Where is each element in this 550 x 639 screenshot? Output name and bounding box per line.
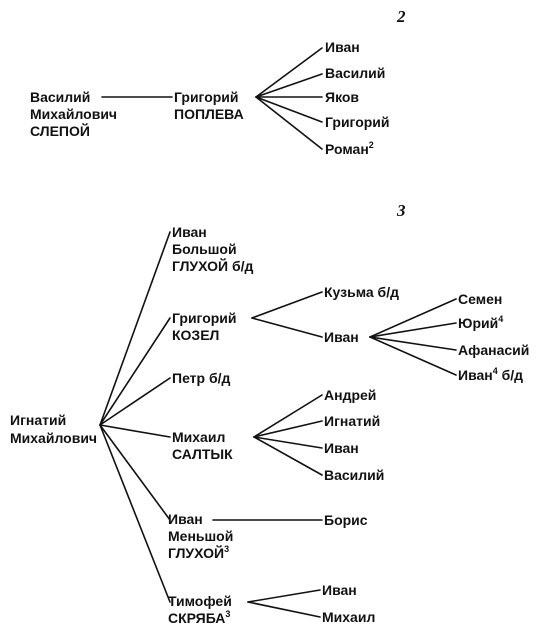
footnote-marker: 3 [224,544,229,554]
child-ivan-bolshoy: Иван Большой ГЛУХОЙ б/д [172,224,253,274]
connector-line [253,436,323,449]
person-name: Григорий [172,310,237,326]
person-name: Меньшой [168,528,233,544]
child-mikhail-saltyk: Михаил САЛТЫК [172,429,233,462]
child-ivan-menshoy: Иван Меньшой ГЛУХОЙ3 [168,511,233,561]
footnote-marker: 3 [225,609,230,619]
figure-number: 3 [396,201,406,220]
person-nickname: ГЛУХОЙ3 [168,544,229,561]
status-note: б/д [498,367,523,383]
person-name: Михайлович [30,106,117,122]
root-ignaty: Игнатий Михайлович [10,412,97,446]
person-name: Михаил [172,429,225,445]
person-name: Юрий4 [458,314,503,331]
person-nickname: КОЗЕЛ [172,327,219,343]
connector-line [255,96,323,150]
person-nickname: СКРЯБА3 [168,609,230,626]
person-name: Иван [324,329,359,345]
person-name: Иван4 б/д [458,366,523,383]
connector-line [369,322,457,338]
person-name: Петр б/д [172,370,230,386]
person-name: Афанасий [458,342,529,358]
person-name: Иван [168,511,203,527]
connector-line [99,317,171,426]
figure-3: 3 Игнатий Михайлович Иван Большо [10,201,529,626]
footnote-marker: 4 [493,366,498,376]
connector-line [369,336,457,351]
footnote-marker: 2 [369,140,374,150]
person-name: Иван [172,224,207,240]
child-petr: Петр б/д [172,370,230,386]
skryaba-children: Иван Михаил [322,582,375,625]
person-name: Семен [458,291,502,307]
person-nickname: СЛЕПОЙ [30,122,90,139]
person-name: Василий [325,65,385,81]
person-nickname: САЛТЫК [172,446,233,462]
connector-line [251,317,323,338]
person-name: Яков [325,89,359,105]
connector-line [369,336,457,376]
person-name: Андрей [324,387,376,403]
person-name: Михаил [322,609,375,625]
connector-line [251,291,323,319]
connector-line [247,601,321,618]
person-name: Иван [322,582,357,598]
child-grigory-kozel: Григорий КОЗЕЛ [172,310,237,343]
person-name: Игнатий [324,413,380,429]
connector-line [369,298,457,338]
connector-line [255,96,323,123]
person-name: Василий [324,467,384,483]
connector-line [99,424,171,521]
footnote-marker: 4 [498,314,503,324]
connector-line [99,424,171,438]
person-name: Иван [325,39,360,55]
connector-line [253,436,323,476]
connector-line [247,589,321,603]
person-name: Михайлович [10,430,97,446]
person-name: Борис [324,512,368,528]
person-name: Тимофей [168,593,232,609]
person-name: Григорий [325,114,390,130]
ivan-children: Семен Юрий4 Афанасий Иван4 б/д [458,291,529,383]
figure-number: 2 [396,7,406,26]
person-name: Иван [324,440,359,456]
connector-line [99,231,171,426]
kozel-children: Кузьма б/д Иван [324,284,399,345]
child-timofey-skryaba: Тимофей СКРЯБА3 [168,593,232,626]
grandchildren-list: Иван Василий Яков Григорий Роман2 [325,39,390,157]
person-name: Большой [172,241,237,257]
person-name: Григорий [174,89,239,105]
person-nickname: ГЛУХОЙ б/д [172,257,253,274]
connector-line [99,377,171,426]
menshoy-children: Борис [324,512,368,528]
connector-line [253,394,323,438]
person-name: Василий [30,89,90,105]
figure-2: 2 Василий Михайлович СЛЕПОЙ Григорий ПОП… [30,7,406,157]
person-nickname: ПОПЛЕВА [174,106,244,122]
child-grigory-popleva: Григорий ПОПЛЕВА [174,89,244,122]
person-name: Кузьма б/д [324,284,399,300]
person-name: Роман2 [325,140,374,157]
connector-line [253,420,323,438]
connector-line [255,73,323,98]
person-name: Игнатий [10,412,66,428]
connector-line [255,47,323,98]
saltyk-children: Андрей Игнатий Иван Василий [324,387,384,483]
connector-line [99,424,171,603]
root-vasily: Василий Михайлович СЛЕПОЙ [30,89,117,139]
